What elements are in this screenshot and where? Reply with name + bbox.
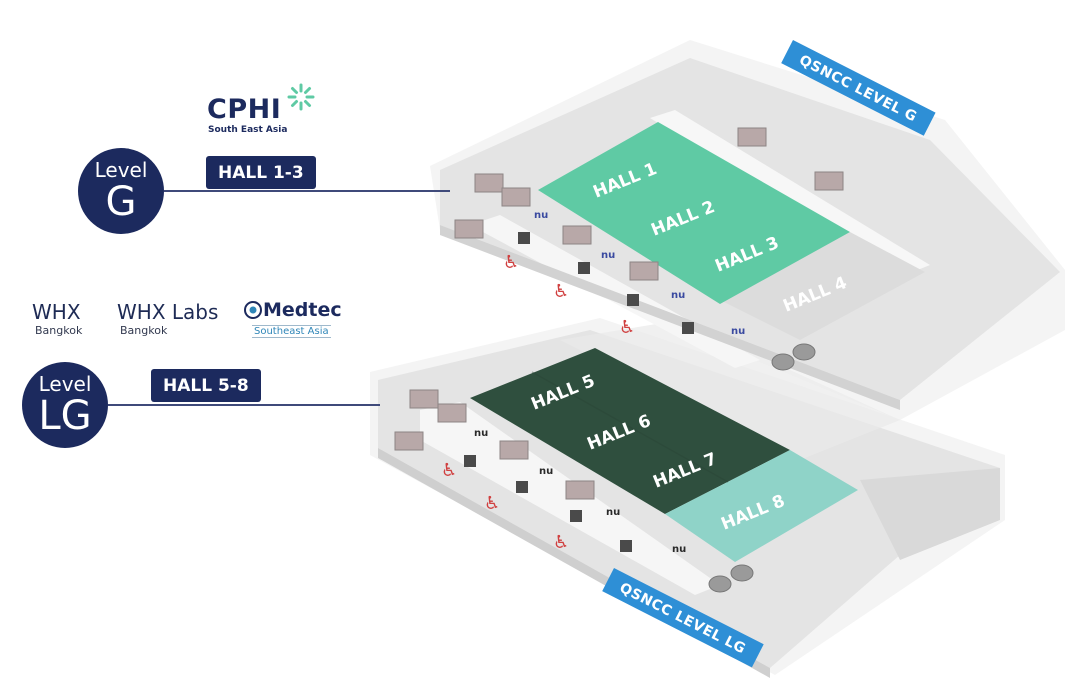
medtec-logo-region: Southeast Asia [252,325,331,338]
svg-text:♿: ♿ [484,493,500,514]
svg-text:♿: ♿ [441,460,457,481]
medtec-logo-name: Medtec [263,299,342,321]
level-lg-halls-tag: HALL 5-8 [151,369,261,402]
whx-labs-logo-name: WHX Labs [117,300,219,324]
whx-logo-name: WHX [32,300,81,324]
cphi-logo-title: CPHI [207,94,282,125]
facility-icons: nu nu nu nu ♿ ♿ ♿ ♿ ♿ ♿ nu nu nu nu [394,127,844,593]
level-lg-floor [370,318,1005,678]
svg-text:nu: nu [534,210,548,221]
svg-text:♿: ♿ [553,281,569,302]
level-g-connector [164,190,450,192]
whx-labs-logo-city: Bangkok [120,324,168,337]
cphi-logo-subtitle: South East Asia [208,125,288,135]
hall-1-2-3-block [538,122,850,304]
medtec-globe-icon [244,301,262,319]
svg-text:nu: nu [672,544,686,555]
hall-4-block [720,232,925,340]
level-lg-badge: Level LG [22,362,108,448]
level-lg-word: Level [38,372,92,396]
level-g-halls-tag: HALL 1-3 [206,156,316,189]
hall-8-block [665,450,858,562]
svg-text:♿: ♿ [619,317,635,338]
cphi-star-icon [287,83,315,111]
svg-text:♿: ♿ [503,252,519,273]
level-g-badge: Level G [78,148,164,234]
level-lg-connector [108,404,380,406]
svg-text:nu: nu [731,326,745,337]
svg-text:nu: nu [474,428,488,439]
whx-logo-city: Bangkok [35,324,83,337]
svg-text:nu: nu [539,466,553,477]
svg-text:♿: ♿ [553,532,569,553]
hall-5-6-7-block [470,348,790,514]
level-lg-code: LG [38,393,92,439]
level-g-word: Level [94,158,148,182]
svg-text:nu: nu [671,290,685,301]
svg-text:nu: nu [606,507,620,518]
level-g-code: G [105,179,137,225]
svg-text:nu: nu [601,250,615,261]
